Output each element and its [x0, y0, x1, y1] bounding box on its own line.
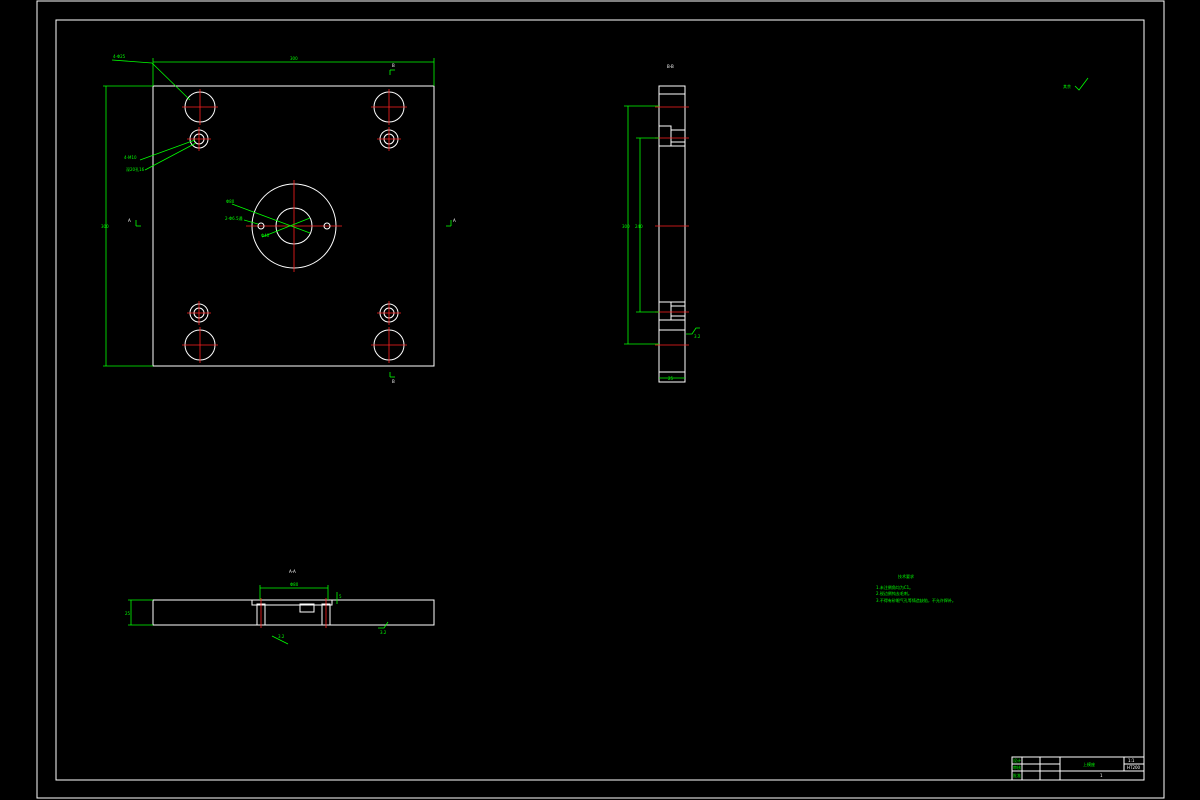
- side-rough: 3.2: [694, 334, 701, 339]
- side-dim-overall: 300: [622, 224, 630, 229]
- section-aa: A-A Φ80 5 25 3.2 3.2: [125, 569, 435, 645]
- side-dim-thickness: 25: [668, 376, 674, 381]
- title-sheet: 1: [1100, 773, 1103, 778]
- leader-hole-b2: 深20孔16: [126, 166, 145, 172]
- cut-marker-a-right: A: [453, 218, 456, 223]
- inner-border: [55, 19, 1145, 781]
- roughness-other-label: 其余: [1063, 83, 1071, 89]
- aa-rough: 3.2: [380, 630, 387, 635]
- leader-hole-b: 4-M10: [124, 155, 137, 160]
- center-boss: [246, 180, 342, 272]
- tech-note-2: 2.锐边倒钝去毛刺。: [876, 590, 912, 596]
- side-dim-inner: 240: [635, 224, 643, 229]
- tech-note-3: 3.不得有砂眼气孔等铸造缺陷，不允许焊补。: [876, 597, 956, 603]
- front-plate-outline: [152, 85, 435, 367]
- cut-marker-b-top: B: [392, 63, 395, 68]
- tech-notes: 技术要求 1.未注倒角均为C1。 2.锐边倒钝去毛刺。 3.不得有砂眼气孔等铸造…: [876, 573, 956, 603]
- aa-dim-center: Φ80: [290, 582, 299, 587]
- section-aa-label: A-A: [289, 569, 296, 574]
- title-cell-2: 审核: [1013, 764, 1021, 770]
- leader-center-small: 2-Φ6.5通: [225, 215, 243, 221]
- title-material: HT200: [1127, 765, 1141, 770]
- title-cell-1: 设计: [1013, 757, 1021, 763]
- dim-left-height: 300: [101, 224, 109, 229]
- tech-note-1: 1.未注倒角均为C1。: [876, 584, 913, 590]
- title-cell-3: 批准: [1013, 772, 1021, 778]
- leader-center-ring: Φ40: [261, 233, 270, 238]
- side-view-label: B-B: [667, 64, 674, 69]
- aa-dim-depth: 5: [339, 594, 342, 599]
- title-part-name: 上模座: [1083, 761, 1095, 767]
- cut-marker-b-bottom: B: [392, 379, 395, 384]
- front-view: 300 300 A A B B: [101, 54, 456, 384]
- side-view: B-B 300 240 25 3.2: [622, 64, 701, 383]
- corner-holes: [182, 89, 407, 363]
- aa-dim-thickness: 25: [125, 611, 131, 616]
- title-block: 设计 审核 批准 上模座 1:1 HT200 1: [1011, 756, 1145, 781]
- leader-hole-a: 4-Φ25: [113, 54, 126, 59]
- leader-center-hole: Φ80: [226, 199, 235, 204]
- roughness-other: 其余: [1063, 77, 1089, 91]
- title-scale: 1:1: [1128, 758, 1135, 763]
- cut-marker-a-left: A: [128, 218, 131, 223]
- dim-top-width: 300: [290, 56, 298, 61]
- tech-notes-title: 技术要求: [898, 573, 914, 579]
- threaded-holes: [187, 127, 401, 325]
- aa-r: 3.2: [278, 634, 285, 639]
- outer-border: [36, 0, 1165, 799]
